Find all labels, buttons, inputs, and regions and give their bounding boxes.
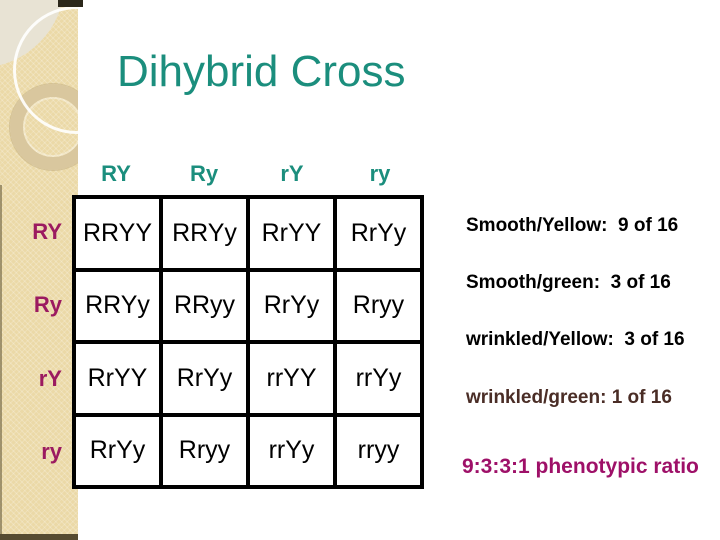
decorative-band <box>0 0 78 540</box>
band-left-edge <box>0 185 2 540</box>
punnett-cell: RrYy <box>159 340 250 417</box>
punnett-row-headers: RY Ry rY ry <box>0 195 62 489</box>
column-header-Ry: Ry <box>189 161 219 186</box>
slide-title: Dihybrid Cross <box>117 47 406 96</box>
annotation-wrinkled-green: wrinkled/green: 1 of 16 <box>466 387 672 408</box>
punnett-cell: Rryy <box>333 267 424 344</box>
annotation-wrinkled-yellow: wrinkled/Yellow: 3 of 16 <box>466 329 685 350</box>
punnett-cell: RrYy <box>333 195 424 272</box>
row-header-RY: RY <box>32 218 62 244</box>
row-header-Ry: Ry <box>33 292 62 318</box>
table-row: RRYy RRyy RrYy Rryy <box>72 267 424 344</box>
punnett-cell: RrYy <box>72 412 163 489</box>
punnett-cell: rrYy <box>333 340 424 417</box>
annotation-smooth-green: Smooth/green: 3 of 16 <box>466 272 671 293</box>
punnett-cell: RrYy <box>246 267 337 344</box>
punnett-cell: rrYY <box>246 340 337 417</box>
table-row: RrYy Rryy rrYy rryy <box>72 412 424 489</box>
punnett-square: RRYY RRYy RrYY RrYy RRYy RRyy RrYy Rryy … <box>72 195 424 489</box>
punnett-cell: RRyy <box>159 267 250 344</box>
punnett-cell: RrYY <box>246 195 337 272</box>
punnett-cell: RRYY <box>72 195 163 272</box>
annotation-phenotypic-ratio: 9:3:3:1 phenotypic ratio <box>462 455 699 478</box>
punnett-cell: RRYy <box>72 267 163 344</box>
row-header-ry: ry <box>41 439 62 465</box>
band-bottom-edge <box>0 534 78 540</box>
table-row: RrYY RrYy rrYY rrYy <box>72 340 424 417</box>
row-header-rY: rY <box>38 365 62 391</box>
punnett-cell: RRYy <box>159 195 250 272</box>
punnett-cell: rrYy <box>246 412 337 489</box>
punnett-column-headers: RY Ry rY ry <box>72 161 424 187</box>
punnett-cell: RrYY <box>72 340 163 417</box>
decorative-notch <box>58 0 83 7</box>
annotation-smooth-yellow: Smooth/Yellow: 9 of 16 <box>466 215 679 236</box>
column-header-rY: rY <box>280 161 304 186</box>
punnett-cell: Rryy <box>159 412 250 489</box>
table-row: RRYY RRYy RrYY RrYy <box>72 195 424 272</box>
column-header-RY: RY <box>101 161 131 186</box>
column-header-ry: ry <box>369 161 391 186</box>
punnett-cell: rryy <box>333 412 424 489</box>
